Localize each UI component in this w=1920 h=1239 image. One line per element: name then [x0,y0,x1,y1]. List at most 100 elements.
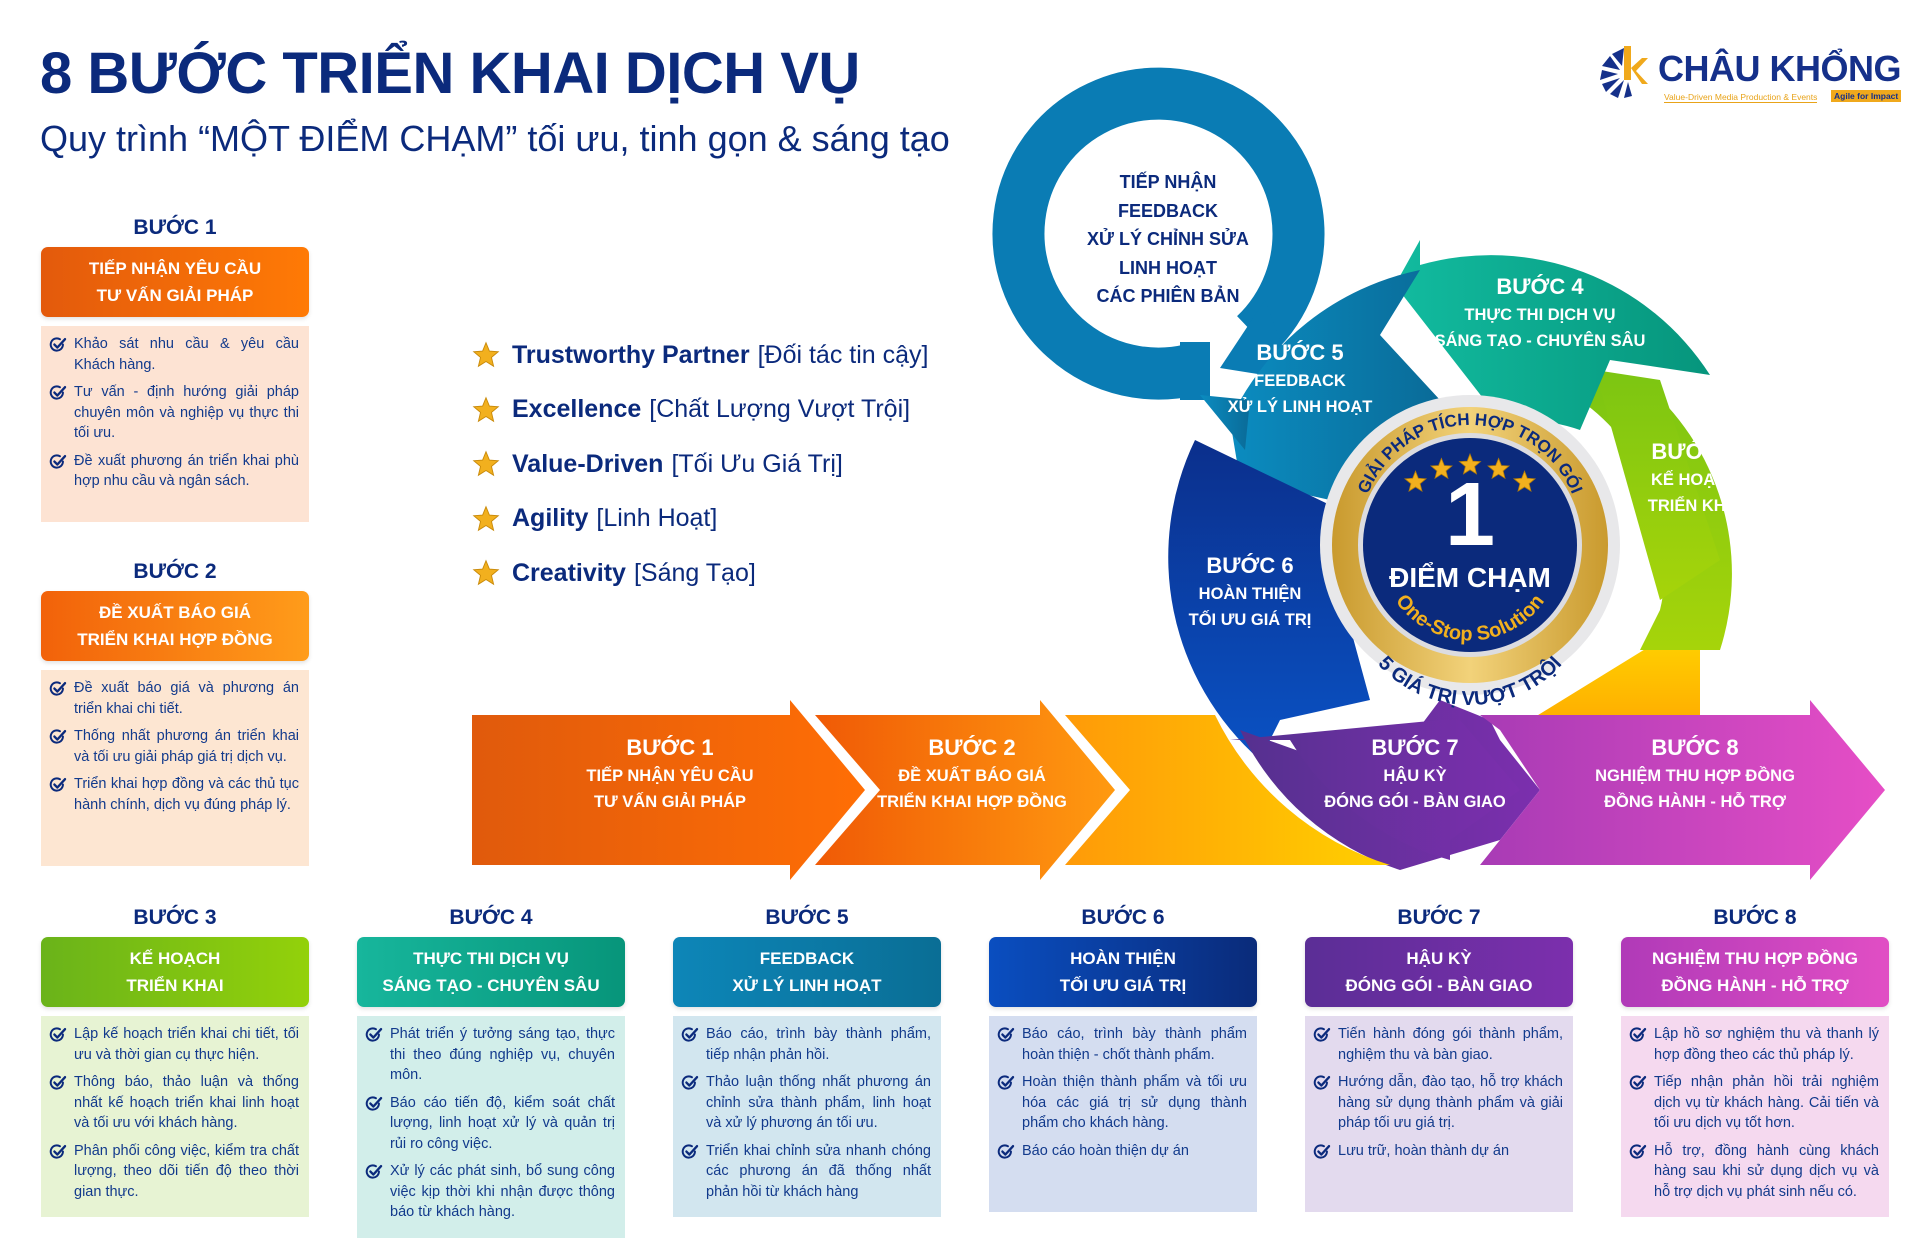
card-body: Khảo sát nhu cầu & yêu cầu Khách hàng. Tư… [41,326,309,522]
card-step-number: BƯỚC 4 [449,906,533,929]
brand-badge: Agile for Impact [1831,90,1902,102]
card-item-text: Báo cáo tiến độ, kiểm soát chất lượng, l… [390,1094,615,1152]
card-item-text: Khảo sát nhu cầu & yêu cầu Khách hàng. [74,336,299,373]
diagram-step-1: BƯỚC 1 TIẾP NHẬN YÊU CẦU TƯ VẤN GIẢI PHÁ… [560,733,780,815]
card-item-text: Hoàn thiện thành phẩm và tối ưu hóa các … [1022,1074,1247,1131]
diagram-step-number: BƯỚC 6 [1206,553,1294,578]
diagram-step-line2: TRIỂN KHAI HỢP ĐỒNG [877,793,1067,811]
card-step-number: BƯỚC 5 [765,906,849,929]
diagram-step-2: BƯỚC 2 ĐỀ XUẤT BÁO GIÁ TRIỂN KHAI HỢP ĐỒ… [862,733,1082,815]
check-circle-icon [681,1074,699,1092]
one-touch-badge: GIẢI PHÁP TÍCH HỢP TRỌN GÓI One-Stop Sol… [1320,395,1620,710]
card-body: Báo cáo, trình bày thành phẩm hoàn thiện… [989,1016,1257,1212]
card-checklist-item: Hỗ trợ, đồng hành cùng khách hàng sau kh… [1629,1141,1879,1203]
check-circle-icon [1629,1143,1647,1161]
card-checklist-item: Hoàn thiện thành phẩm và tối ưu hóa các … [997,1072,1247,1134]
star-icon [472,505,500,531]
card-item-text: Lập hồ sơ nghiệm thu và thanh lý hợp đồn… [1654,1026,1879,1063]
value-vietnamese: [Tối Ưu Giá Trị] [671,449,843,478]
brand-tagline: Value-Driven Media Production & Events [1664,92,1818,103]
card-checklist-item: Báo cáo, trình bày thành phẩm hoàn thiện… [997,1024,1247,1065]
loop-line: TIẾP NHẬN [1119,172,1217,192]
diagram-step-number: BƯỚC 8 [1651,735,1739,760]
diagram-step-number: BƯỚC 3 [1651,439,1739,464]
star-icon [472,450,500,477]
star-icon [1429,457,1453,480]
diagram-step-number: BƯỚC 7 [1371,735,1459,760]
arrow-step2 [815,700,1115,880]
card-header-line1: HẬU KỲ [1406,949,1472,968]
value-english: Value-Driven [512,449,664,478]
diagram-step-6: BƯỚC 6 HOÀN THIỆN TỐI ƯU GIÁ TRỊ [1170,551,1330,633]
card-checklist-item: Triển khai hợp đồng và các thủ tục hành … [49,774,299,815]
check-circle-icon [997,1074,1015,1092]
card-item-text: Đề xuất báo giá và phương án triển khai … [74,680,299,717]
k-polygon-logo-icon [1600,46,1648,98]
diagram-step-number: BƯỚC 2 [928,735,1016,760]
card-item-text: Hướng dẫn, đào tạo, hỗ trợ khách hàng sử… [1338,1074,1563,1131]
check-circle-icon [1313,1026,1331,1044]
card-step-number: BƯỚC 2 [133,560,217,583]
star-icon [1403,470,1428,492]
value-vietnamese: [Sáng Tạo] [633,558,756,587]
card-header-line1: KẾ HOẠCH [129,949,221,968]
card-item-text: Hỗ trợ, đồng hành cùng khách hàng sau kh… [1654,1142,1879,1200]
value-item: Value-Driven [Tối Ưu Giá Trị] [472,437,928,492]
value-item: Agility [Linh Hoạt] [472,492,928,547]
badge-center [1363,438,1577,652]
card-header-line1: THỰC THI DỊCH VỤ [413,949,569,968]
card-header-line2: TRIỂN KHAI HỢP ĐỒNG [77,630,273,649]
card-checklist-item: Thông báo, thảo luận và thống nhất kế ho… [49,1072,299,1134]
card-header: KẾ HOẠCH TRIỂN KHAI [41,937,309,1007]
value-item: Creativity [Sáng Tạo] [472,546,928,601]
check-circle-icon [49,728,67,746]
card-header-line2: SÁNG TẠO - CHUYÊN SÂU [382,976,600,995]
diagram-step-line1: THỰC THI DỊCH VỤ [1464,306,1616,324]
diagram-step-line1: TIẾP NHẬN YÊU CẦU [586,767,754,785]
card-checklist-item: Phát triển ý tưởng sáng tạo, thực thi th… [365,1024,615,1086]
value-vietnamese: [Đối tác tin cậy] [757,340,929,369]
card-item-text: Tiếp nhận phản hồi trải nghiệm dịch vụ t… [1654,1074,1879,1131]
card-header-line2: TƯ VẤN GIẢI PHÁP [96,286,254,305]
card-header-line2: TRIỂN KHAI [126,976,224,995]
card-checklist-item: Lập kế hoạch triển khai chi tiết, tối ưu… [49,1024,299,1065]
arrow-step1 [472,700,865,880]
check-circle-icon [365,1163,383,1181]
horizontal-arrows [472,700,1885,880]
segment-step4 [1395,240,1710,430]
card-item-text: Lập kế hoạch triển khai chi tiết, tối ưu… [74,1026,299,1063]
check-circle-icon [49,336,67,354]
card-item-text: Phát triển ý tưởng sáng tạo, thực thi th… [390,1026,615,1083]
diagram-step-line2: TƯ VẤN GIẢI PHÁP [593,793,747,811]
card-checklist-item: Lập hồ sơ nghiệm thu và thanh lý hợp đồn… [1629,1024,1879,1065]
card-checklist-item: Tư vấn - định hướng giải pháp chuyên môn… [49,382,299,444]
check-circle-icon [365,1026,383,1044]
card-header-line2: ĐÓNG GÓI - BÀN GIAO [1345,976,1533,995]
card-item-text: Tư vấn - định hướng giải pháp chuyên môn… [74,384,299,441]
value-english: Trustworthy Partner [512,340,750,369]
card-item-text: Thống nhất phương án triển khai và tối ư… [74,728,299,765]
card-checklist-item: Lưu trữ, hoàn thành dự án [1313,1141,1563,1162]
card-checklist-item: Thảo luận thống nhất phương án chỉnh sửa… [681,1072,931,1134]
star-icon [1487,457,1511,480]
page-title: 8 BƯỚC TRIỂN KHAI DỊCH VỤ [40,41,860,106]
diagram-step-8: BƯỚC 8 NGHIỆM THU HỢP ĐỒNG ĐỒNG HÀNH - H… [1575,733,1815,815]
card-header-line1: FEEDBACK [759,949,855,968]
value-item: Trustworthy Partner [Đối tác tin cậy] [472,328,928,383]
check-circle-icon [49,776,67,794]
diagram-step-line2: ĐÓNG GÓI - BÀN GIAO [1324,793,1506,811]
diagram-step-line1: ĐỀ XUẤT BÁO GIÁ [898,767,1046,785]
feedback-loop-text: TIẾP NHẬN FEEDBACK XỬ LÝ CHỈNH SỬA LINH … [1078,168,1258,311]
check-circle-icon [997,1143,1015,1161]
card-header-line1: HOÀN THIỆN [1070,949,1176,968]
check-circle-icon [681,1026,699,1044]
diagram-step-line2: SÁNG TẠO - CHUYÊN SÂU [1434,332,1646,350]
arrow-step8 [1480,700,1885,880]
